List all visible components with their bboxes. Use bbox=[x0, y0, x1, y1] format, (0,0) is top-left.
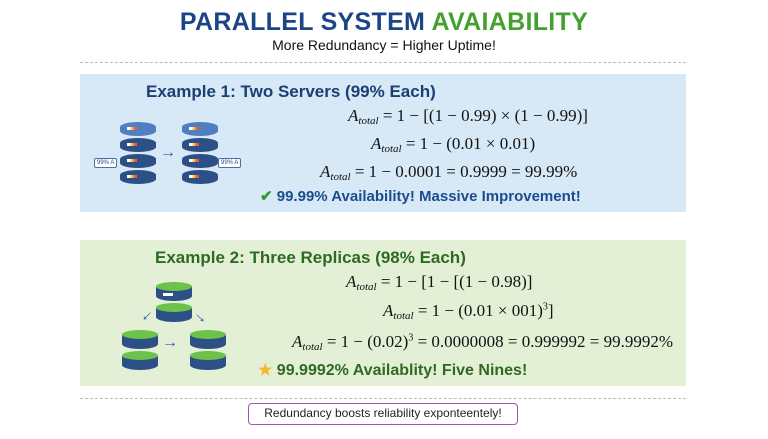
eq-rhs: = 0.0000008 = 0.999992 = 99.9992% bbox=[413, 332, 673, 351]
eq-rhs: ] bbox=[547, 301, 554, 320]
arrow-icon: → bbox=[162, 334, 178, 351]
eq-sub: total bbox=[356, 281, 377, 293]
example2-heading: Example 2: Three Replicas (98% Each) bbox=[155, 248, 466, 267]
server-label: 99% A bbox=[218, 158, 242, 168]
eq-sub: total bbox=[302, 341, 323, 353]
eq-rhs: = 1 − [1 − [(1 − 0.98)] bbox=[380, 272, 533, 291]
eq-rhs: = 1 − [(1 − 0.99) × (1 − 0.99)] bbox=[382, 106, 588, 125]
title-part2: AVAIABILITY bbox=[431, 8, 589, 36]
eq-sub: total bbox=[393, 310, 414, 322]
server-label: 99% A bbox=[94, 158, 118, 168]
eq-rhs: = 1 − (0.01 × 001) bbox=[417, 301, 543, 320]
eq-sup: 3 bbox=[408, 332, 414, 344]
star-icon: ★ bbox=[258, 362, 273, 379]
arrow-icon: → bbox=[160, 144, 176, 161]
eq-var: A bbox=[383, 301, 394, 320]
example1-panel: Example 1: Two Servers (99% Each) 99% A … bbox=[80, 74, 686, 212]
equation-1: Atotal = 1 − [(1 − 0.99) × (1 − 0.99)] bbox=[348, 106, 588, 127]
divider bbox=[80, 62, 686, 63]
example2-result: ★ 99.9992% Availablity! Five Nines! bbox=[258, 360, 527, 380]
eq-sup: 3 bbox=[542, 301, 548, 313]
eq-rhs: = 1 − (0.02) bbox=[326, 332, 409, 351]
database-icon bbox=[190, 330, 226, 372]
example1-heading: Example 1: Two Servers (99% Each) bbox=[146, 82, 436, 101]
eq-var: A bbox=[348, 106, 359, 125]
database-icon bbox=[156, 282, 192, 324]
eq-rhs: = 1 − 0.0001 = 0.9999 = 99.99% bbox=[354, 162, 578, 181]
eq-var: A bbox=[371, 134, 382, 153]
title-part1: PARALLEL SYSTEM bbox=[179, 8, 426, 36]
arrow-icon: → bbox=[189, 304, 214, 329]
eq-var: A bbox=[346, 272, 357, 291]
result-text: 99.9992% Availablity! Five Nines! bbox=[276, 362, 528, 379]
equation-3: Atotal = 1 − 0.0001 = 0.9999 = 99.99% bbox=[320, 162, 577, 183]
server-icon bbox=[120, 122, 156, 186]
equation-2: Atotal = 1 − (0.01 × 0.01) bbox=[371, 134, 535, 155]
result-text: 99.99% Availability! Massive Improvement… bbox=[276, 188, 581, 205]
server-icon bbox=[182, 122, 218, 186]
example1-result: ✔ 99.99% Availability! Massive Improveme… bbox=[260, 187, 581, 205]
example2-panel: Example 2: Three Replicas (98% Each) → →… bbox=[80, 240, 686, 386]
equation-1: Atotal = 1 − [1 − [(1 − 0.98)] bbox=[346, 272, 532, 293]
checkmark-icon: ✔ bbox=[260, 188, 273, 205]
equation-2: Atotal = 1 − (0.01 × 001)3] bbox=[383, 301, 554, 322]
footer-note: Redundancy boosts reliability exponteent… bbox=[248, 403, 518, 425]
subtitle: More Redundancy = Higher Uptime! bbox=[272, 37, 496, 53]
eq-var: A bbox=[292, 332, 303, 351]
equation-3: Atotal = 1 − (0.02)3 = 0.0000008 = 0.999… bbox=[292, 332, 673, 353]
eq-rhs: = 1 − (0.01 × 0.01) bbox=[405, 134, 536, 153]
divider bbox=[80, 398, 686, 399]
eq-sub: total bbox=[358, 115, 379, 127]
page-title: PARALLEL SYSTEM AVAIABILITY bbox=[0, 8, 768, 37]
eq-sub: total bbox=[381, 143, 402, 155]
eq-var: A bbox=[320, 162, 331, 181]
database-icon bbox=[122, 330, 158, 372]
eq-sub: total bbox=[330, 171, 351, 183]
